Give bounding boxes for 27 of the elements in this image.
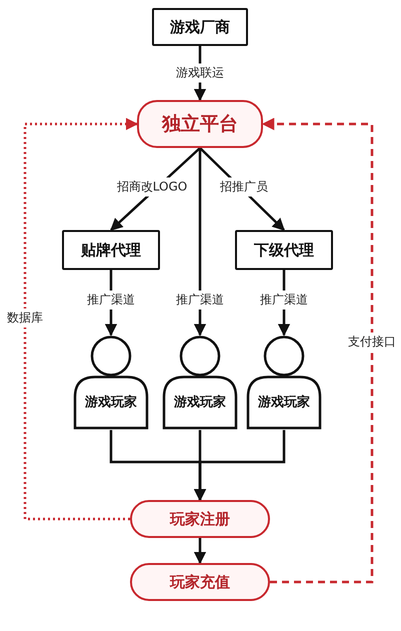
arrow bbox=[194, 538, 206, 564]
process-box bbox=[152, 8, 248, 46]
rounded-box bbox=[130, 563, 270, 601]
arrow bbox=[194, 148, 206, 336]
node-label: 游戏玩家 bbox=[257, 394, 311, 411]
rounded-box bbox=[137, 100, 263, 148]
edge-label: 游戏联运 bbox=[174, 64, 226, 82]
edge-label: 招推广员 bbox=[218, 178, 270, 196]
node-label: 游戏厂商 bbox=[170, 18, 230, 36]
edge-label: 推广渠道 bbox=[85, 290, 137, 310]
edge-label: 推广渠道 bbox=[174, 290, 226, 310]
process-box bbox=[62, 230, 160, 270]
rounded-box bbox=[130, 500, 270, 538]
edge-label: 招商改LOGO bbox=[114, 178, 190, 196]
node-label: 游戏玩家 bbox=[84, 394, 138, 411]
node-label: 独立平台 bbox=[162, 112, 238, 137]
node-label: 游戏玩家 bbox=[173, 394, 227, 411]
node-label: 下级代理 bbox=[254, 240, 314, 260]
arrow bbox=[24, 118, 138, 520]
process-box bbox=[235, 230, 333, 270]
node-label: 玩家注册 bbox=[170, 510, 230, 528]
edge-label: 数据库 bbox=[5, 308, 45, 328]
edge-label: 推广渠道 bbox=[258, 290, 310, 310]
node-label: 贴牌代理 bbox=[81, 240, 141, 260]
arrow bbox=[262, 118, 374, 584]
node-label: 玩家充值 bbox=[170, 572, 230, 592]
arrow bbox=[194, 430, 286, 502]
